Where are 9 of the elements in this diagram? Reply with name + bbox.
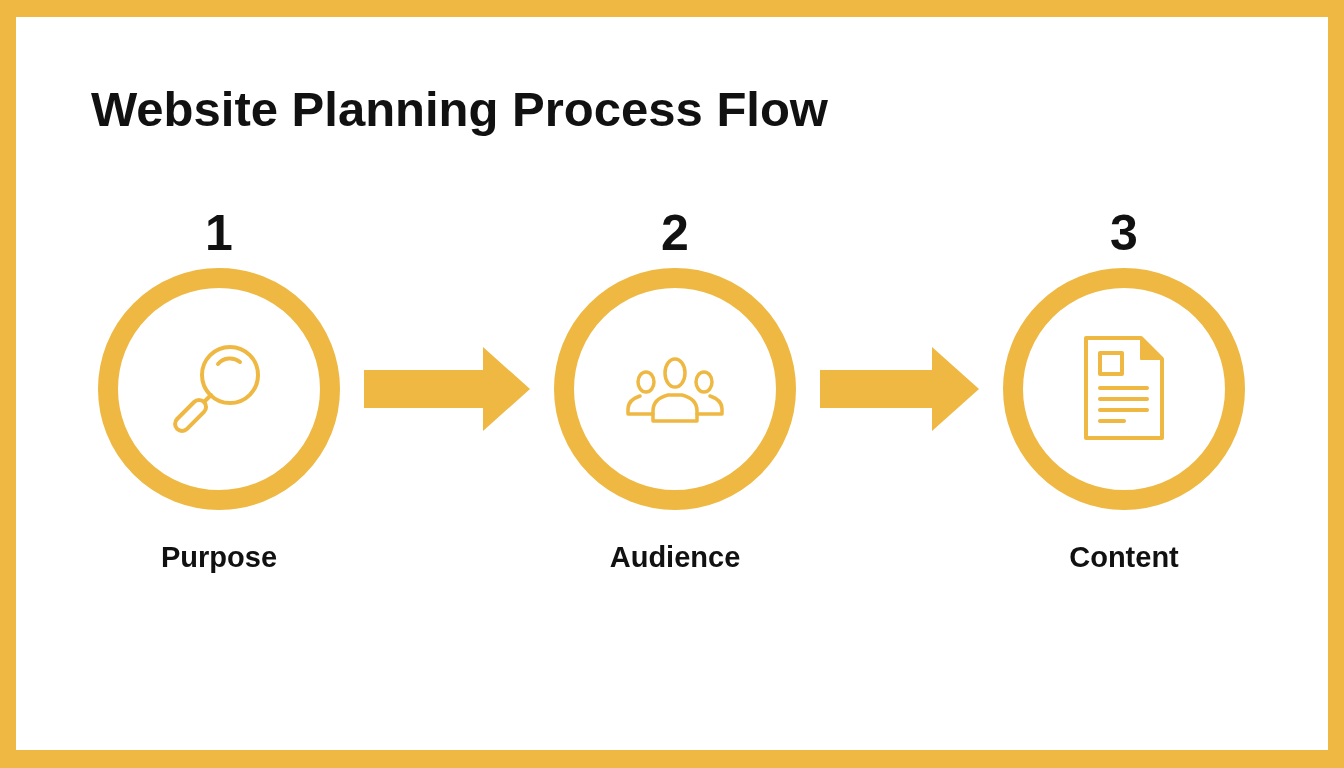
step-label: Audience (609, 540, 741, 574)
step-number: 1 (205, 205, 233, 261)
step-label: Purpose (161, 540, 277, 574)
step-number: 3 (1110, 205, 1138, 261)
arrow (820, 347, 979, 431)
step-label: Content (1069, 540, 1179, 574)
step-number: 2 (661, 205, 689, 261)
diagram-title: Website Planning Process Flow (91, 82, 828, 136)
arrow (364, 347, 530, 431)
